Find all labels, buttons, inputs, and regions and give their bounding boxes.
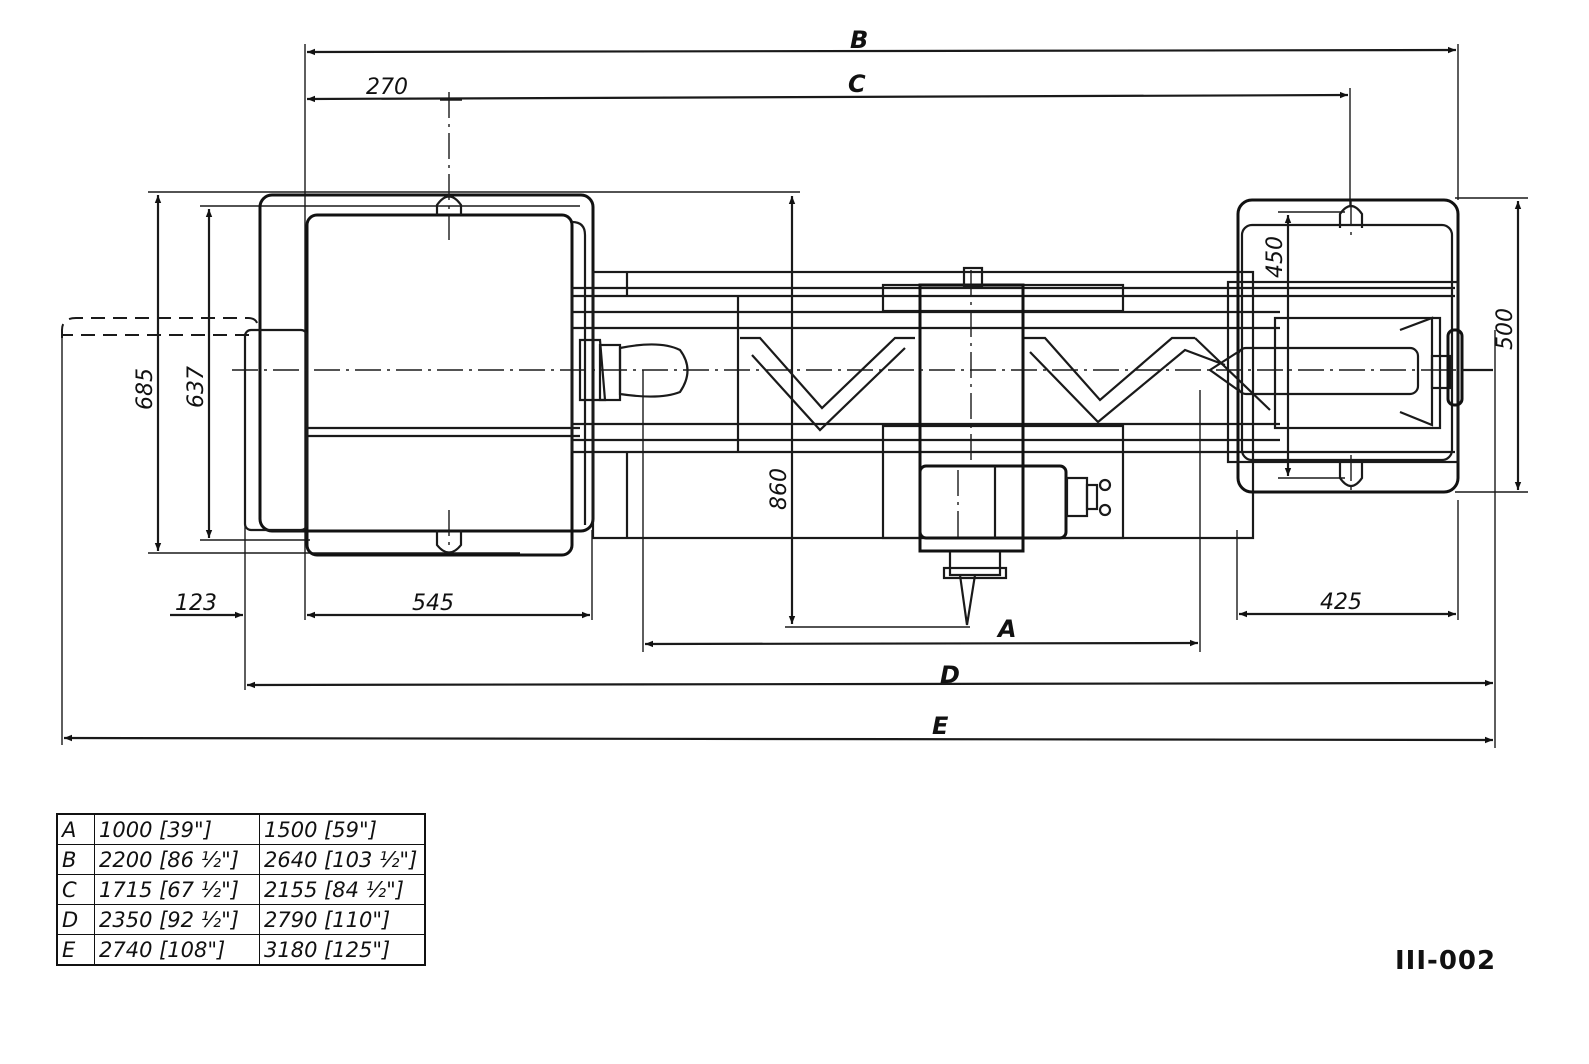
table-value-1: 2740 [108"]: [94, 934, 260, 966]
table-value-2: 3180 [125"]: [259, 934, 426, 966]
dim-label-D: D: [940, 661, 960, 689]
center-lines: [232, 92, 1480, 548]
dimension-labels: B C 270 685 637 860 450 500 123 545 425 …: [133, 26, 1518, 740]
dim-label-123: 123: [175, 591, 217, 616]
table-row: D 2350 [92 ½"] 2790 [110"]: [56, 904, 426, 935]
table-value-1: 1000 [39"]: [94, 813, 260, 845]
table-row: E 2740 [108"] 3180 [125"]: [56, 934, 426, 966]
table-value-2: 2790 [110"]: [259, 904, 426, 935]
table-row: B 2200 [86 ½"] 2640 [103 ½"]: [56, 844, 426, 875]
table-key: D: [56, 904, 95, 935]
dim-label-E: E: [932, 712, 949, 740]
dim-label-425: 425: [1320, 590, 1362, 615]
table-key: A: [56, 813, 95, 845]
table-value-2: 2155 [84 ½"]: [259, 874, 426, 905]
dim-label-270: 270: [366, 75, 408, 100]
dimension-table: A 1000 [39"] 1500 [59"] B 2200 [86 ½"] 2…: [56, 813, 426, 966]
dimension-lines: [61, 44, 1528, 748]
dim-label-545: 545: [412, 591, 454, 616]
table-value-1: 2350 [92 ½"]: [94, 904, 260, 935]
drawing-id: III-002: [1395, 946, 1497, 976]
table-value-1: 2200 [86 ½"]: [94, 844, 260, 875]
dim-label-860: 860: [767, 468, 792, 510]
dim-label-500: 500: [1493, 308, 1518, 350]
table-key: C: [56, 874, 95, 905]
dim-label-637: 637: [184, 366, 209, 408]
table-value-2: 2640 [103 ½"]: [259, 844, 426, 875]
dim-label-450: 450: [1263, 236, 1288, 278]
table-row: C 1715 [67 ½"] 2155 [84 ½"]: [56, 874, 426, 905]
dim-label-B: B: [850, 26, 868, 54]
dim-label-685: 685: [133, 368, 158, 410]
table-row: A 1000 [39"] 1500 [59"]: [56, 813, 426, 845]
table-key: B: [56, 844, 95, 875]
dim-label-C: C: [848, 70, 866, 98]
table-value-2: 1500 [59"]: [259, 813, 426, 845]
table-value-1: 1715 [67 ½"]: [94, 874, 260, 905]
lathe-outline: [61, 193, 1493, 626]
table-key: E: [56, 934, 95, 966]
dim-label-A: A: [996, 615, 1017, 643]
